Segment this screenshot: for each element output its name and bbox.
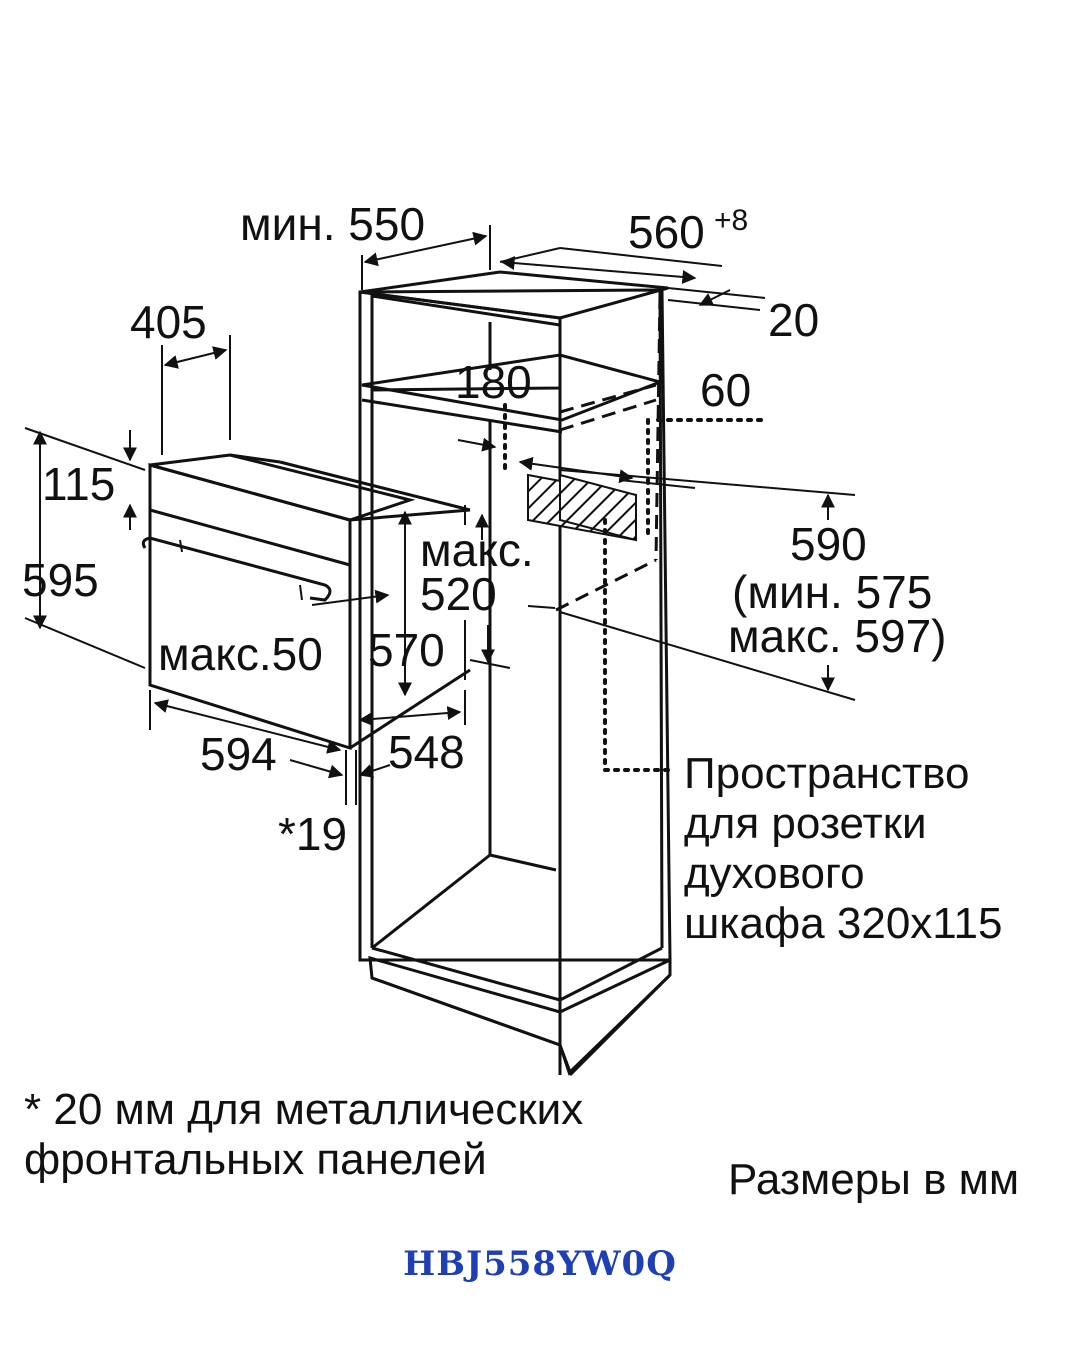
dim-min-550: мин. 550 bbox=[240, 198, 425, 250]
oven bbox=[141, 453, 471, 751]
dim-180: 180 bbox=[455, 356, 532, 408]
dim-560: 560 bbox=[628, 206, 705, 258]
dim-548: 548 bbox=[388, 726, 465, 778]
units-note: Размеры в мм bbox=[728, 1155, 1019, 1204]
dim-594: 594 bbox=[200, 728, 277, 780]
socket-note-line4: шкафа 320x115 bbox=[684, 899, 1002, 948]
dim-min-575: (мин. 575 bbox=[732, 566, 932, 618]
footnote-line2: фронтальных панелей bbox=[24, 1135, 487, 1184]
dim-19: *19 bbox=[278, 808, 347, 860]
socket-note-line2: для розетки bbox=[684, 799, 927, 848]
dim-570: 570 bbox=[368, 624, 445, 676]
dim-115: 115 bbox=[42, 458, 115, 510]
dim-20: 20 bbox=[768, 294, 819, 346]
dim-max-597: макс. 597) bbox=[728, 610, 946, 662]
dim-60: 60 bbox=[700, 364, 751, 416]
model-number: HBJ558YW0Q bbox=[403, 1244, 677, 1284]
dim-590: 590 bbox=[790, 518, 867, 570]
socket-note-line3: духового bbox=[684, 849, 865, 898]
dim-595: 595 bbox=[22, 554, 99, 606]
dim-405: 405 bbox=[130, 296, 207, 348]
socket-note-line1: Пространство bbox=[684, 749, 969, 798]
dimension-lines bbox=[24, 225, 856, 805]
footnote-line1: * 20 мм для металлических bbox=[24, 1085, 583, 1134]
dim-max-50: макс.50 bbox=[158, 628, 323, 680]
dim-520: 520 bbox=[420, 568, 497, 620]
dim-max-label: макс. bbox=[420, 524, 534, 576]
dim-560-tolerance: +8 bbox=[714, 204, 748, 237]
